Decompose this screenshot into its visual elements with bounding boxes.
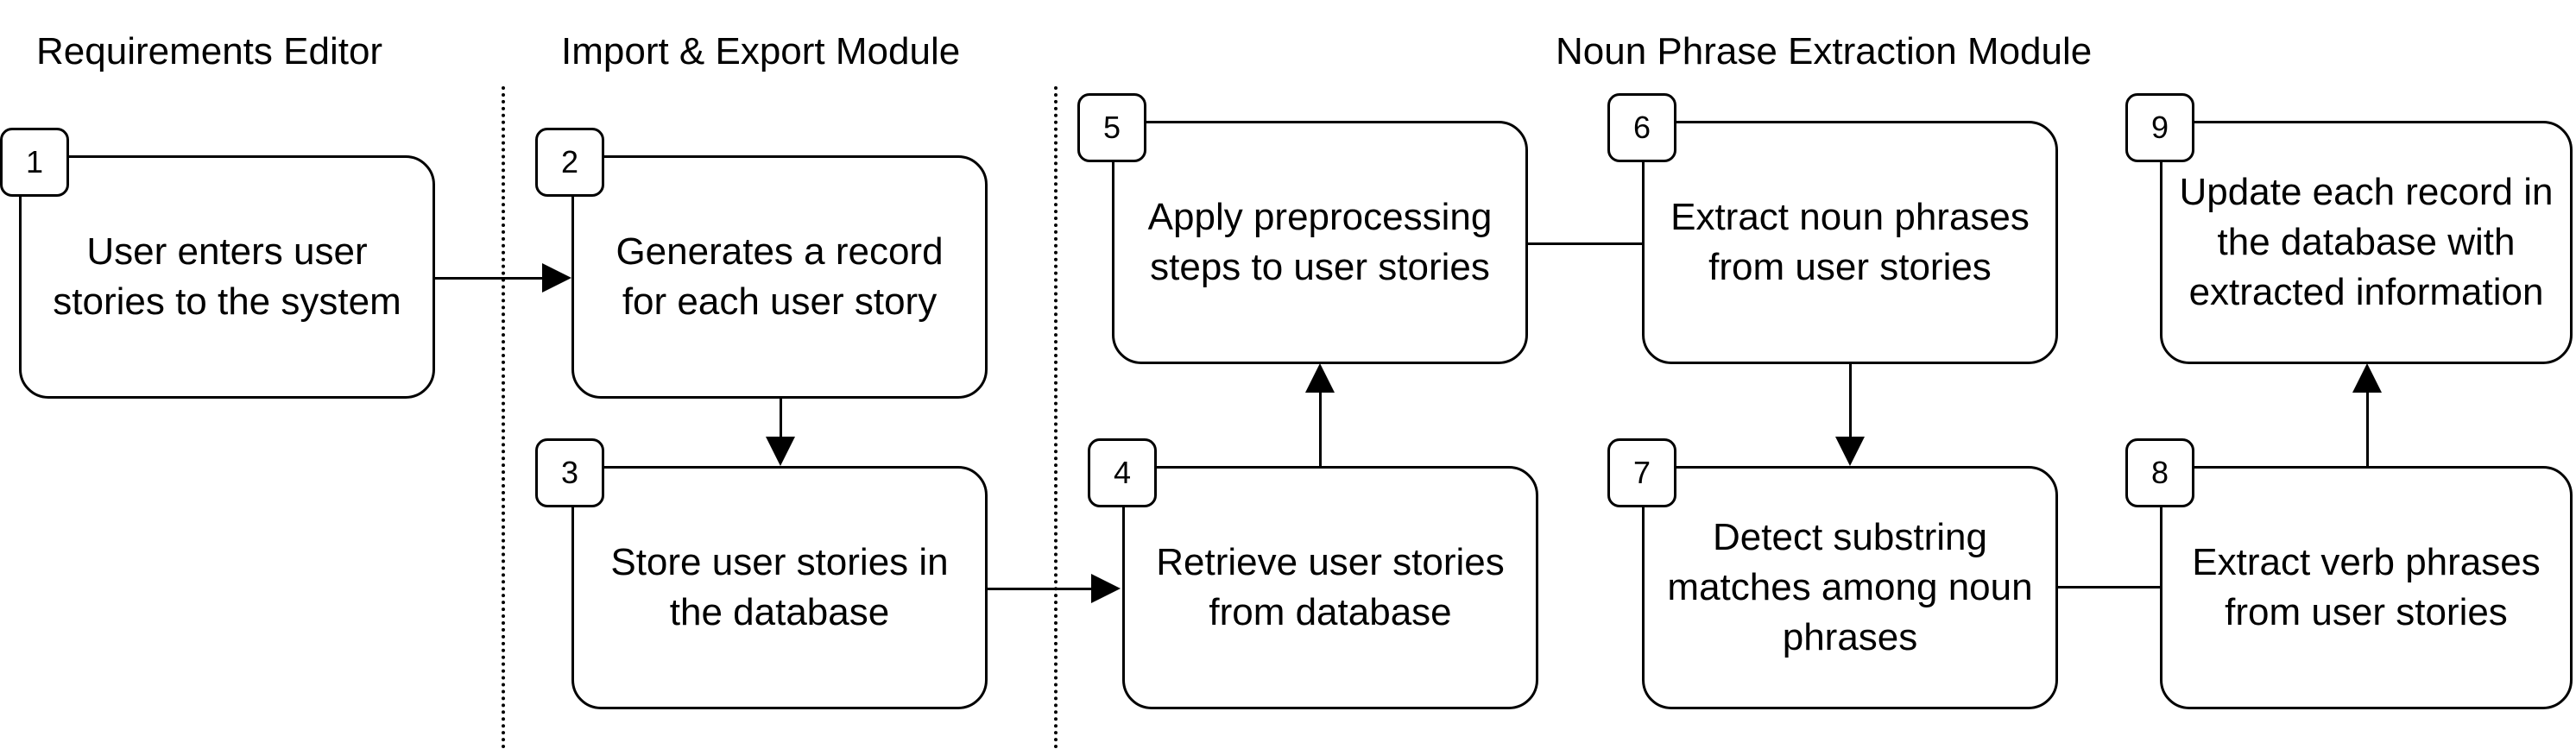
step-text-9: Update each record in the database with … bbox=[2179, 171, 2554, 313]
connector-3-to-4 bbox=[987, 588, 1091, 590]
arrowhead-icon bbox=[2352, 363, 2382, 393]
section-divider bbox=[502, 86, 505, 749]
step-text-6: Extract noun phrases from user stories bbox=[1670, 196, 2030, 288]
step-badge-4: 4 bbox=[1088, 438, 1157, 507]
step-text-1: User enters user stories to the system bbox=[53, 230, 401, 323]
step-box-3: Store user stories in the database bbox=[571, 466, 988, 709]
step-badge-8: 8 bbox=[2125, 438, 2194, 507]
step-text-2: Generates a record for each user story bbox=[616, 230, 944, 323]
arrowhead-icon bbox=[1835, 437, 1865, 466]
step-box-4: Retrieve user stories from database bbox=[1122, 466, 1538, 709]
step-badge-1: 1 bbox=[0, 128, 69, 197]
arrowhead-icon bbox=[766, 437, 795, 466]
step-text-5: Apply preprocessing steps to user storie… bbox=[1147, 196, 1493, 288]
connector-8-to-9 bbox=[2366, 393, 2369, 466]
step-box-5: Apply preprocessing steps to user storie… bbox=[1112, 121, 1528, 364]
section-divider bbox=[1054, 86, 1058, 749]
section-title-requirements-editor: Requirements Editor bbox=[36, 30, 383, 72]
connector-4-to-5 bbox=[1319, 393, 1322, 466]
step-box-9: Update each record in the database with … bbox=[2160, 121, 2573, 364]
step-badge-9: 9 bbox=[2125, 93, 2194, 162]
section-title-noun-phrase-extraction: Noun Phrase Extraction Module bbox=[1556, 30, 2093, 72]
step-badge-7: 7 bbox=[1607, 438, 1676, 507]
step-box-6: Extract noun phrases from user stories bbox=[1642, 121, 2058, 364]
step-box-2: Generates a record for each user story bbox=[571, 155, 988, 399]
step-badge-3: 3 bbox=[535, 438, 604, 507]
connector-6-to-7 bbox=[1849, 362, 1852, 437]
connector-1-to-2 bbox=[433, 277, 542, 280]
arrowhead-icon bbox=[542, 263, 571, 293]
step-box-8: Extract verb phrases from user stories bbox=[2160, 466, 2573, 709]
arrowhead-icon bbox=[1305, 363, 1335, 393]
section-title-import-export: Import & Export Module bbox=[561, 30, 961, 72]
step-text-4: Retrieve user stories from database bbox=[1156, 541, 1505, 633]
step-badge-5: 5 bbox=[1077, 93, 1146, 162]
step-text-8: Extract verb phrases from user stories bbox=[2192, 541, 2541, 633]
step-box-7: Detect substring matches among noun phra… bbox=[1642, 466, 2058, 709]
step-text-7: Detect substring matches among noun phra… bbox=[1667, 516, 2033, 658]
arrowhead-icon bbox=[1091, 574, 1121, 603]
connector-7-to-8 bbox=[2055, 586, 2163, 588]
step-box-1: User enters user stories to the system bbox=[19, 155, 435, 399]
step-text-3: Store user stories in the database bbox=[610, 541, 949, 633]
step-badge-2: 2 bbox=[535, 128, 604, 197]
connector-5-to-6 bbox=[1526, 242, 1645, 245]
step-badge-6: 6 bbox=[1607, 93, 1676, 162]
connector-2-to-3 bbox=[780, 397, 782, 437]
